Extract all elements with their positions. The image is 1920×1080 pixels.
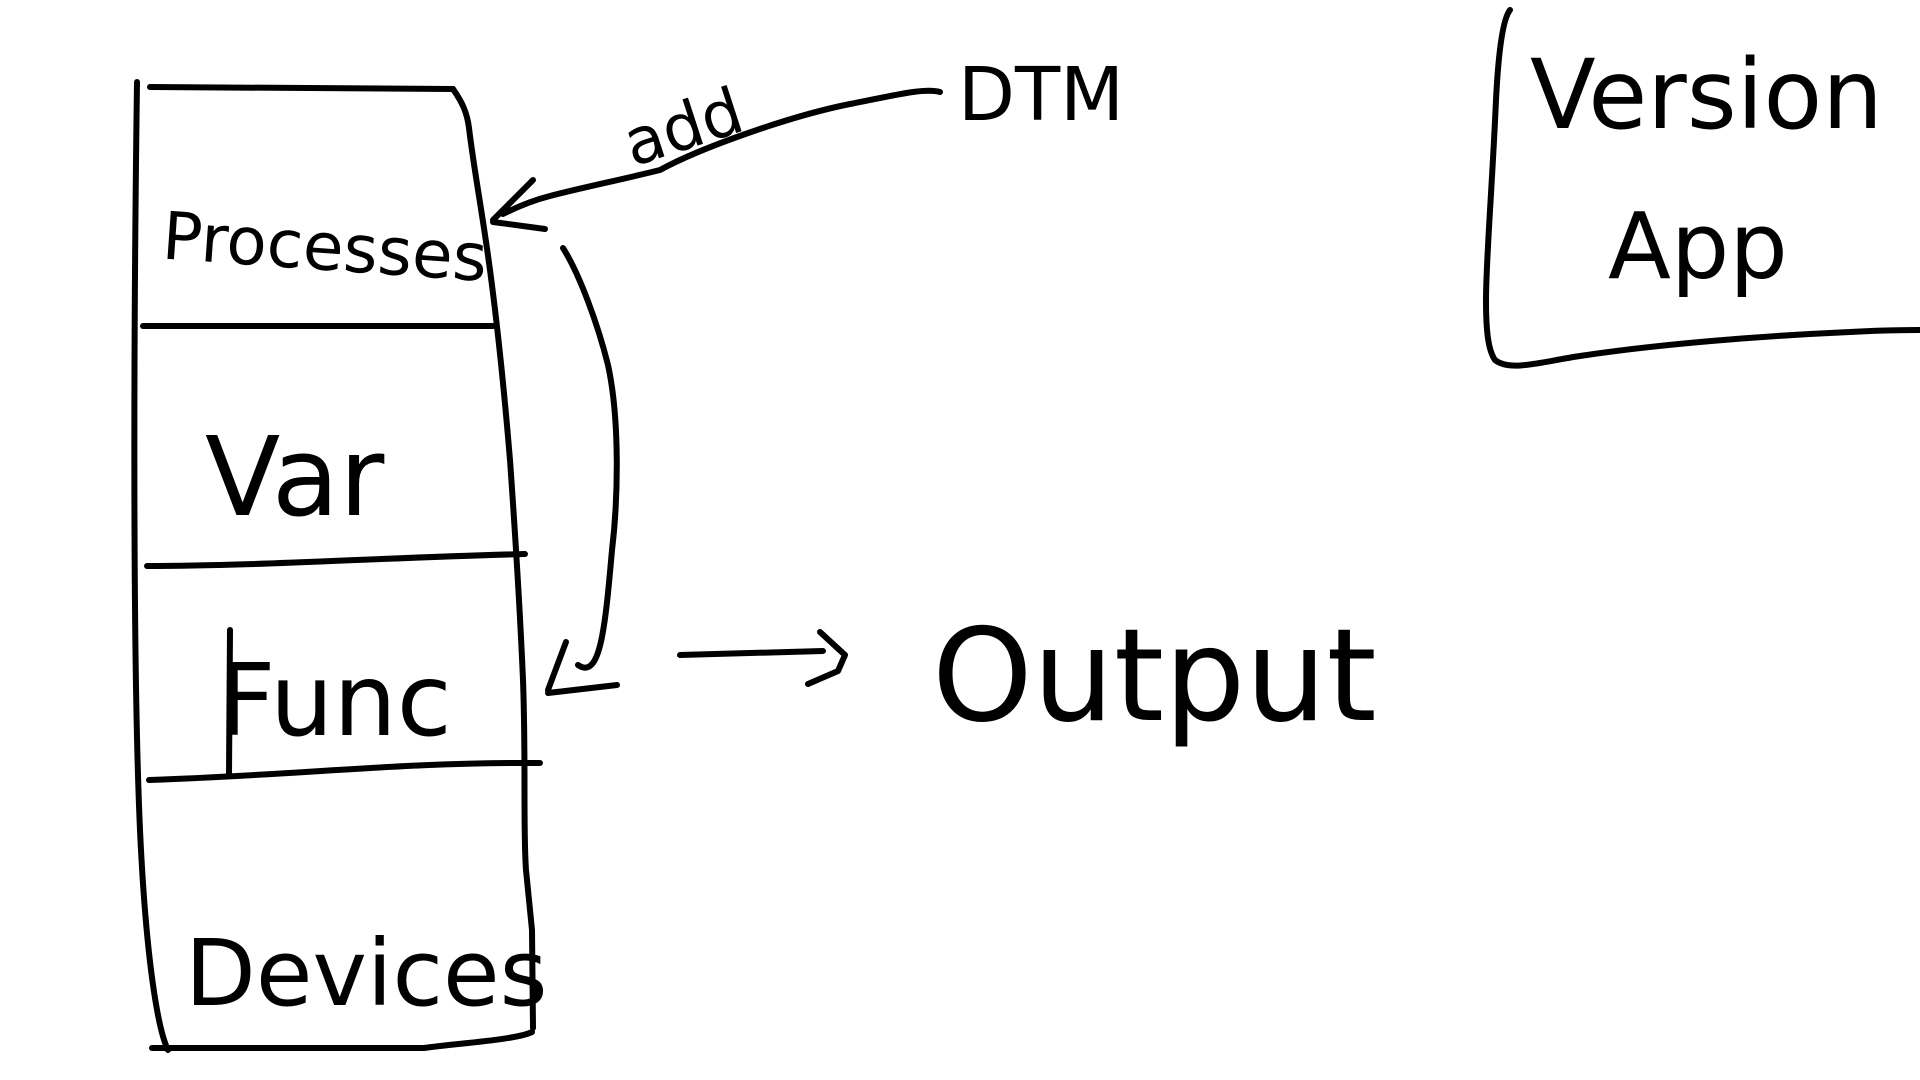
add-label: add [615,74,752,182]
layer-label-devices: Devices [185,920,548,1027]
func-to-output-head [805,629,848,687]
stack-top-edge [147,84,456,92]
version-label: Version [1530,39,1883,151]
stack-bottom-edge [149,1029,535,1051]
layer-label-func: Func [218,642,452,759]
processes-to-func-arrow [545,245,620,696]
output-label: Output [932,602,1377,751]
version-app-box-outline [1483,7,1920,369]
add-arrow-head-upper [490,177,536,223]
layer-label-processes: Processes [160,197,490,297]
func-bracket-stroke [226,627,233,778]
add-arrow [490,87,943,232]
layer-label-var: Var [205,413,385,541]
processes-to-func-shaft [560,245,620,671]
dtm-label: DTM [958,52,1124,138]
stack-right-edge [450,86,536,1031]
divider-var-func [144,551,528,569]
stack-outline [131,79,536,1053]
func-to-output-arrow [677,629,848,687]
func-to-output-shaft [677,648,826,658]
stack-left-edge [131,79,171,1053]
processes-to-func-head-upper [545,639,569,693]
processes-to-func-head-lower [545,682,620,696]
divider-func-devices [146,759,543,783]
add-arrow-head-lower [490,219,548,232]
app-label: App [1608,193,1788,300]
add-arrow-shaft [500,87,943,217]
version-app-box [1483,7,1920,369]
